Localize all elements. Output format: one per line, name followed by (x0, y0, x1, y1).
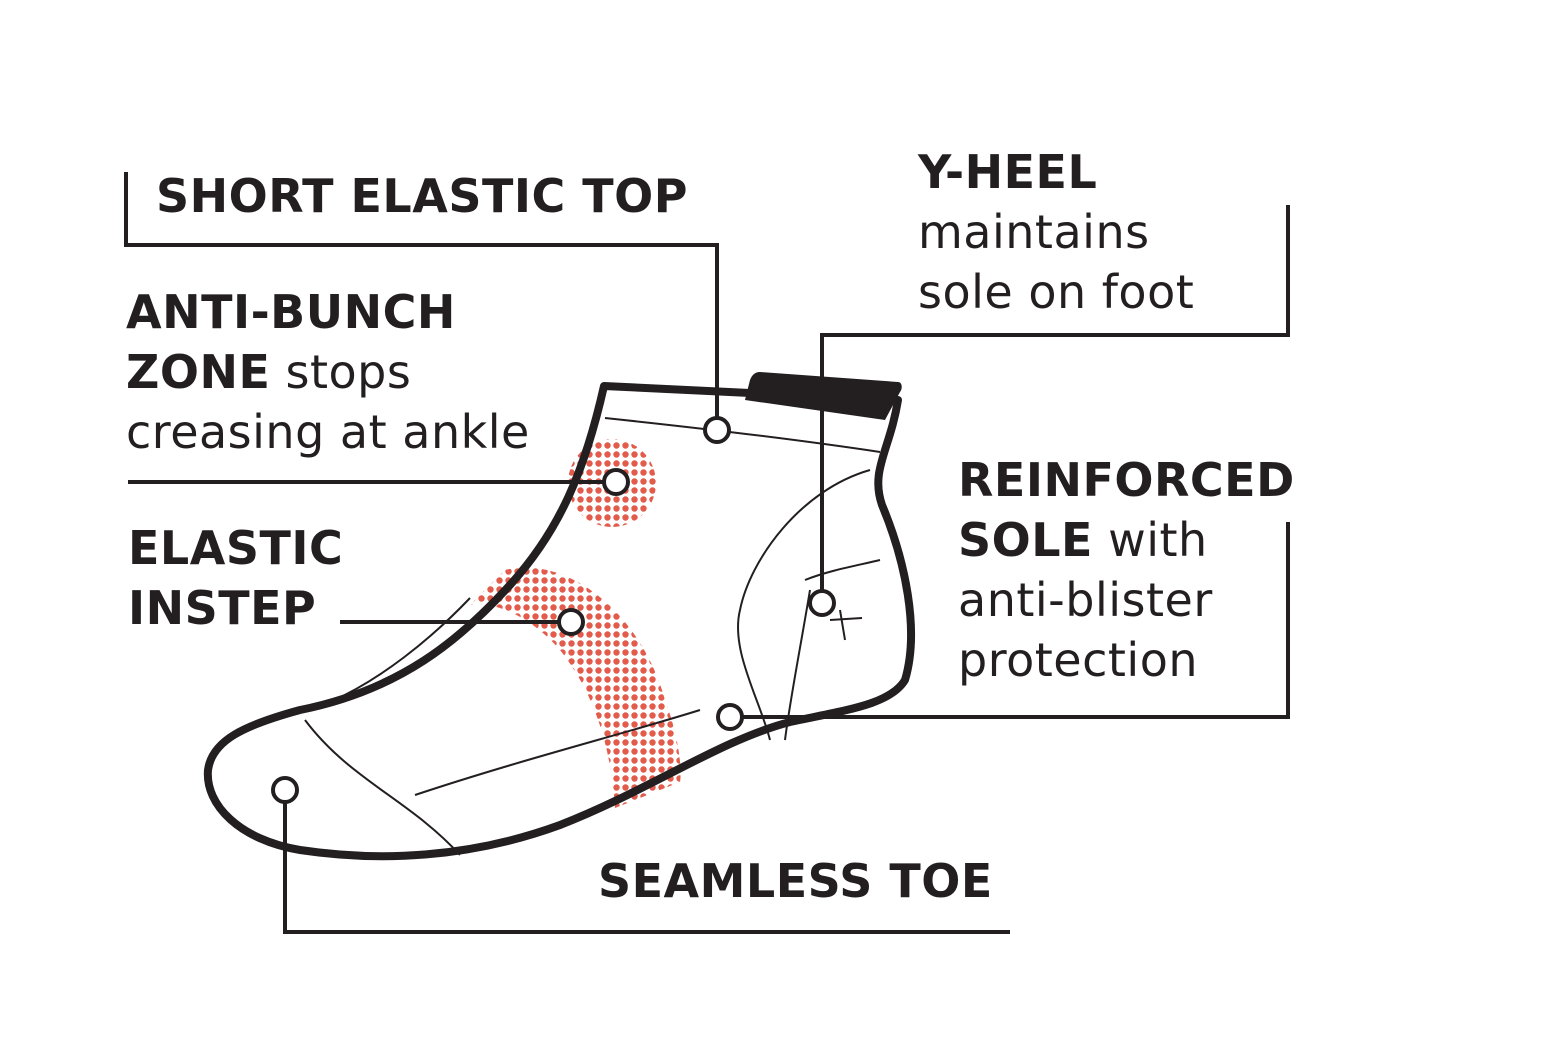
callout-markers (271, 416, 836, 804)
seamless-toe-label: SEAMLESS TOE (598, 851, 993, 911)
reinforced-sole-title-line2: SOLE (958, 513, 1093, 567)
callout-leader-lines (124, 172, 1290, 934)
y-heel-title: Y-HEEL (918, 145, 1098, 199)
reinforced-sole-marker (716, 703, 744, 731)
reinforced-sole-text-line2: anti-blister (958, 573, 1213, 627)
y-heel-text-line1: maintains (918, 205, 1150, 259)
y-heel-marker (808, 589, 836, 617)
elastic-instep-title-line2: INSTEP (128, 581, 317, 635)
seamless-toe-marker (271, 776, 299, 804)
short-elastic-top-label: SHORT ELASTIC TOP (156, 166, 688, 226)
y-heel-text-line2: sole on foot (918, 265, 1195, 319)
elastic-instep-marker (557, 608, 585, 636)
short-elastic-top-leader (124, 172, 719, 418)
short-elastic-top-title: SHORT ELASTIC TOP (156, 169, 688, 223)
reinforced-sole-text-line3: protection (958, 633, 1198, 687)
y-heel-label: Y-HEEL maintains sole on foot (918, 142, 1194, 322)
reinforced-sole-text-line1: with (1092, 513, 1208, 567)
anti-bunch-title-line1: ANTI-BUNCH (126, 285, 456, 339)
y-heel-leader (820, 205, 1290, 590)
reinforced-sole-label: REINFORCED SOLE with anti-blister protec… (958, 450, 1295, 690)
anti-bunch-zone-label: ANTI-BUNCH ZONE stops creasing at ankle (126, 282, 530, 462)
seamless-toe-title: SEAMLESS TOE (598, 854, 993, 908)
reinforced-sole-leader (743, 522, 1290, 719)
reinforced-sole-title-line1: REINFORCED (958, 453, 1295, 507)
sock-outline (203, 382, 916, 861)
anti-bunch-title-line2: ZONE (126, 345, 271, 399)
short-elastic-top-marker (703, 416, 731, 444)
elastic-instep-title-line1: ELASTIC (128, 521, 344, 575)
anti-bunch-text-line2: creasing at ankle (126, 405, 530, 459)
anti-bunch-text-line1: stops (270, 345, 412, 399)
elastic-instep-label: ELASTIC INSTEP (128, 518, 343, 638)
seamless-toe-leader (283, 803, 1010, 934)
anti-bunch-marker (602, 468, 630, 496)
elastic-instep-zone-highlight (470, 567, 681, 808)
